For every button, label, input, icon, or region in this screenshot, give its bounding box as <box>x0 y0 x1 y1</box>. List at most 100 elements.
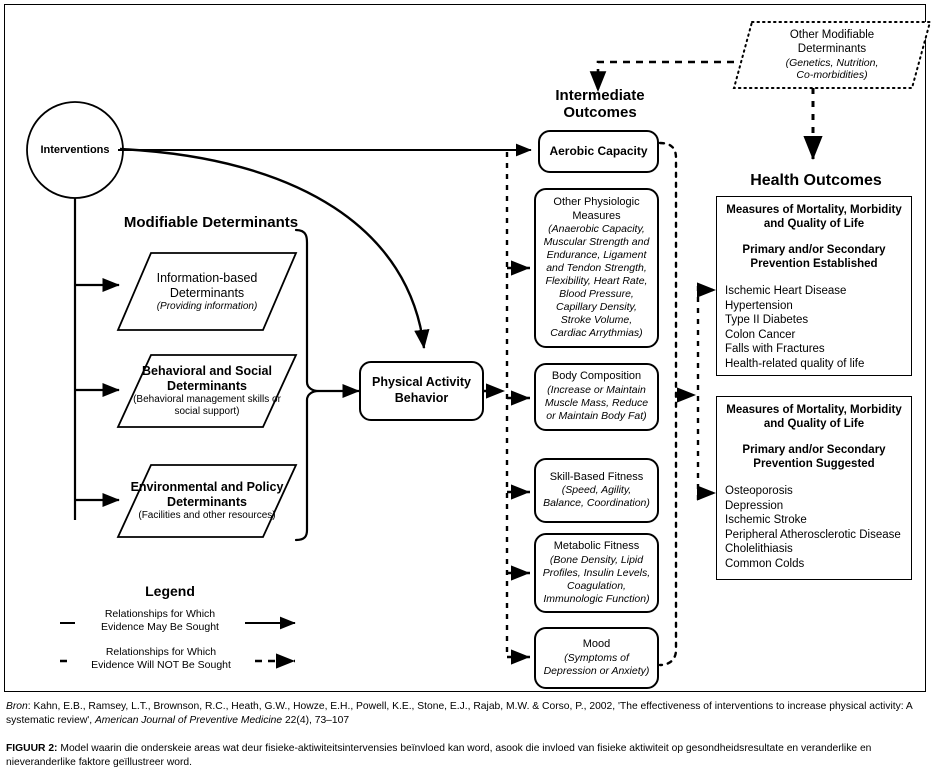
io-title-line-1: Metabolic Fitness <box>553 539 640 552</box>
determinant-title-line-2: Determinants <box>169 285 245 300</box>
legend-solid-line-1: Relationships for Which <box>104 608 216 620</box>
ho-item: Hypertension <box>725 299 793 312</box>
legend-entry-dashed: Relationships for Which Evidence Will NO… <box>68 646 254 672</box>
io-title-line-2: Measures <box>572 209 621 222</box>
interventions-node[interactable]: Interventions <box>30 136 120 164</box>
ho-item: Falls with Fractures <box>725 343 825 356</box>
determinant-behavioral-social[interactable]: Behavioral and Social Determinants (Beha… <box>124 355 290 427</box>
other-modifiable-title-line-1: Other Modifiable <box>789 28 875 41</box>
io-detail-line-1: (Speed, Agility, <box>561 484 632 497</box>
ho-item: Cholelithiasis <box>725 543 793 556</box>
ho-title: Measures of Mortality, Morbidity and Qua… <box>725 403 903 431</box>
io-title-line-1: Aerobic Capacity <box>549 144 648 159</box>
ho-item: Peripheral Atherosclerotic Disease <box>725 528 901 541</box>
io-detail-line-1: (Anaerobic Capacity, <box>548 223 645 236</box>
figure-label: FIGUUR 2: <box>6 743 58 754</box>
legend-title-text: Legend <box>145 583 195 599</box>
io-detail-line-3: Coagulation, <box>567 579 626 592</box>
determinant-title-line-1: Environmental and Policy <box>130 480 284 494</box>
io-detail-line-7: Capillary Density, <box>556 300 637 313</box>
io-title-line-1: Mood <box>582 638 611 650</box>
ho-item: Depression <box>725 499 784 512</box>
health-outcome-prevention-suggested[interactable]: Measures of Mortality, Morbidity and Qua… <box>716 396 912 580</box>
determinant-title-line-2: Determinants <box>167 379 247 393</box>
ho-subtitle-line-1: Primary and/or Secondary <box>742 444 886 457</box>
ho-item: Common Colds <box>725 558 805 571</box>
pab-line-1: Physical Activity <box>372 375 471 390</box>
intermediate-outcome-mood[interactable]: Mood (Symptoms of Depression or Anxiety) <box>534 627 659 689</box>
legend-dashed-line-1: Relationships for Which <box>105 646 217 658</box>
io-detail-line-3: or Maintain Body Fat) <box>546 410 647 423</box>
io-detail-line-4: and Tendon Strength, <box>546 262 647 275</box>
other-modifiable-determinants-node[interactable]: Other Modifiable Determinants (Genetics,… <box>744 24 920 86</box>
ho-item-list: Ischemic Heart Disease Hypertension Type… <box>725 284 903 372</box>
figure-caption: FIGUUR 2: Model waarin die onderskeie ar… <box>6 742 926 770</box>
ho-subtitle: Primary and/or Secondary Prevention Esta… <box>725 243 903 271</box>
source-note: Bron: Kahn, E.B., Ramsey, L.T., Brownson… <box>6 700 926 728</box>
pab-line-2: Behavior <box>394 391 449 405</box>
determinant-environmental-policy[interactable]: Environmental and Policy Determinants (F… <box>122 465 292 537</box>
ho-item: Colon Cancer <box>725 328 796 341</box>
health-outcomes-heading: Health Outcomes <box>718 172 914 190</box>
intermediate-outcomes-heading-line-1: Intermediate <box>555 87 645 104</box>
other-modifiable-title-line-2: Determinants <box>797 43 867 56</box>
io-detail-line-2: Profiles, Insulin Levels, <box>542 566 651 579</box>
io-detail-line-8: Stroke Volume, <box>560 313 633 326</box>
determinant-detail: (Facilities and other resources) <box>138 510 276 521</box>
io-detail-line-1: (Symptoms of <box>564 651 629 664</box>
io-detail-line-1: (Bone Density, Lipid <box>549 553 644 566</box>
modifiable-determinants-heading: Modifiable Determinants <box>118 214 304 232</box>
io-detail-line-1: (Increase or Maintain <box>547 384 646 397</box>
legend-title: Legend <box>110 583 230 599</box>
intermediate-outcome-other-physiologic-measures[interactable]: Other Physiologic Measures (Anaerobic Ca… <box>534 188 659 348</box>
source-journal: American Journal of Preventive Medicine <box>94 715 283 727</box>
ho-title-line-1: Measures of Mortality, Morbidity <box>726 404 902 416</box>
source-text: : Kahn, E.B., Ramsey, L.T., Brownson, R.… <box>6 701 913 727</box>
io-title-line-1: Skill-Based Fitness <box>549 470 644 483</box>
io-detail-line-5: Flexibility, Heart Rate, <box>545 275 648 288</box>
intermediate-outcome-aerobic-capacity[interactable]: Aerobic Capacity <box>538 130 659 173</box>
ho-item: Ischemic Stroke <box>725 514 807 527</box>
modifiable-determinants-heading-text: Modifiable Determinants <box>123 214 299 231</box>
io-detail-line-2: Depression or Anxiety) <box>543 664 650 677</box>
ho-subtitle-line-1: Primary and/or Secondary <box>742 244 886 257</box>
io-detail-line-4: Immunologic Function) <box>543 593 650 605</box>
io-detail-line-9: Cardiac Arrythmias) <box>550 326 643 339</box>
intermediate-outcome-skill-based-fitness[interactable]: Skill-Based Fitness (Speed, Agility, Bal… <box>534 458 659 523</box>
intermediate-outcomes-heading-line-2: Outcomes <box>563 103 637 121</box>
legend-solid-line-2: Evidence May Be Sought <box>101 620 219 633</box>
io-detail-line-2: Muscle Mass, Reduce <box>544 397 649 410</box>
physical-activity-behavior-node[interactable]: Physical Activity Behavior <box>359 361 484 421</box>
ho-subtitle-line-2: Prevention Established <box>750 258 878 271</box>
io-title-line-1: Other Physiologic <box>553 196 640 209</box>
ho-title-line-1: Measures of Mortality, Morbidity <box>726 204 902 216</box>
source-prefix: Bron <box>6 701 28 712</box>
io-detail-line-6: Blood Pressure, <box>559 287 634 300</box>
figure-caption-text: Model waarin die onderskeie areas wat de… <box>6 743 872 769</box>
other-modifiable-detail-line-1: (Genetics, Nutrition, <box>785 56 879 69</box>
health-outcomes-heading-text: Health Outcomes <box>750 172 882 189</box>
io-title-line-1: Body Composition <box>551 370 642 383</box>
ho-title-line-2: and Quality of Life <box>763 218 865 231</box>
ho-subtitle-line-2: Prevention Suggested <box>753 458 875 471</box>
ho-item: Osteoporosis <box>725 485 793 498</box>
source-citation: 22(4), 73–107 <box>282 715 350 727</box>
ho-item: Type II Diabetes <box>725 314 809 327</box>
determinant-title-line-2: Determinants <box>167 495 247 509</box>
determinant-title-line-1: Information-based <box>156 270 258 285</box>
io-detail-line-2: Muscular Strength and <box>543 236 650 249</box>
interventions-label: Interventions <box>40 144 110 156</box>
determinant-information-based[interactable]: Information-based Determinants (Providin… <box>124 253 290 330</box>
ho-title-line-2: and Quality of Life <box>763 418 865 431</box>
ho-subtitle: Primary and/or Secondary Prevention Sugg… <box>725 443 903 471</box>
legend-dashed-line-2: Evidence Will NOT Be Sought <box>91 658 231 671</box>
health-outcome-prevention-established[interactable]: Measures of Mortality, Morbidity and Qua… <box>716 196 912 376</box>
ho-item: Ischemic Heart Disease <box>725 285 847 298</box>
ho-title: Measures of Mortality, Morbidity and Qua… <box>725 203 903 231</box>
intermediate-outcome-metabolic-fitness[interactable]: Metabolic Fitness (Bone Density, Lipid P… <box>534 533 659 613</box>
intermediate-outcomes-heading: Intermediate Outcomes <box>520 87 680 122</box>
io-detail-line-3: Endurance, Ligament <box>546 249 647 262</box>
ho-item-list: Osteoporosis Depression Ischemic Stroke … <box>725 484 903 572</box>
intermediate-outcome-body-composition[interactable]: Body Composition (Increase or Maintain M… <box>534 363 659 431</box>
